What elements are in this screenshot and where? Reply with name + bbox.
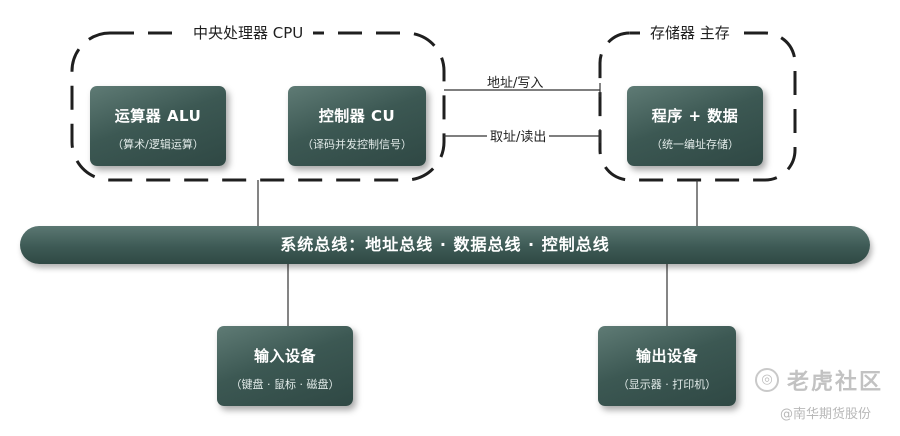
output-device-subtitle: （显示器 · 打印机） [617,378,717,391]
output-device-box: 输出设备 （显示器 · 打印机） [598,326,736,406]
memory-box-title: 程序 + 数据 [651,107,739,125]
address-write-label: 地址/写入 [487,76,544,91]
output-device-title: 输出设备 [635,347,698,365]
cpu-group-border [70,31,446,182]
alu-title: 运算器 ALU [114,107,202,125]
memory-box: 程序 + 数据 （统一编址存储） [627,86,763,166]
input-device-title: 输入设备 [253,347,316,365]
cpu-group-label: 中央处理器 CPU [183,22,314,44]
input-device-subtitle: （键盘 · 鼠标 · 磁盘） [230,378,340,391]
memory-group-label: 存储器 主存 [640,22,740,44]
cu-box: 控制器 CU （译码并发控制信号） [288,86,426,166]
system-bus: 系统总线：地址总线 · 数据总线 · 控制总线 [20,226,870,264]
fetch-read-label: 取址/读出 [487,126,550,145]
tiger-community-logo-icon: ◎ [755,368,779,392]
watermark-brand: 老虎社区 [787,370,884,395]
input-device-box: 输入设备 （键盘 · 鼠标 · 磁盘） [217,326,353,406]
memory-box-subtitle: （统一编址存储） [651,138,739,151]
watermark-author: @南华期货股份 [780,407,872,422]
watermark: ◎ 老虎社区 [755,364,883,396]
alu-box: 运算器 ALU （算术/逻辑运算） [90,86,226,166]
cu-title: 控制器 CU [318,107,396,125]
cu-subtitle: （译码并发控制信号） [302,138,412,151]
alu-subtitle: （算术/逻辑运算） [112,138,204,151]
